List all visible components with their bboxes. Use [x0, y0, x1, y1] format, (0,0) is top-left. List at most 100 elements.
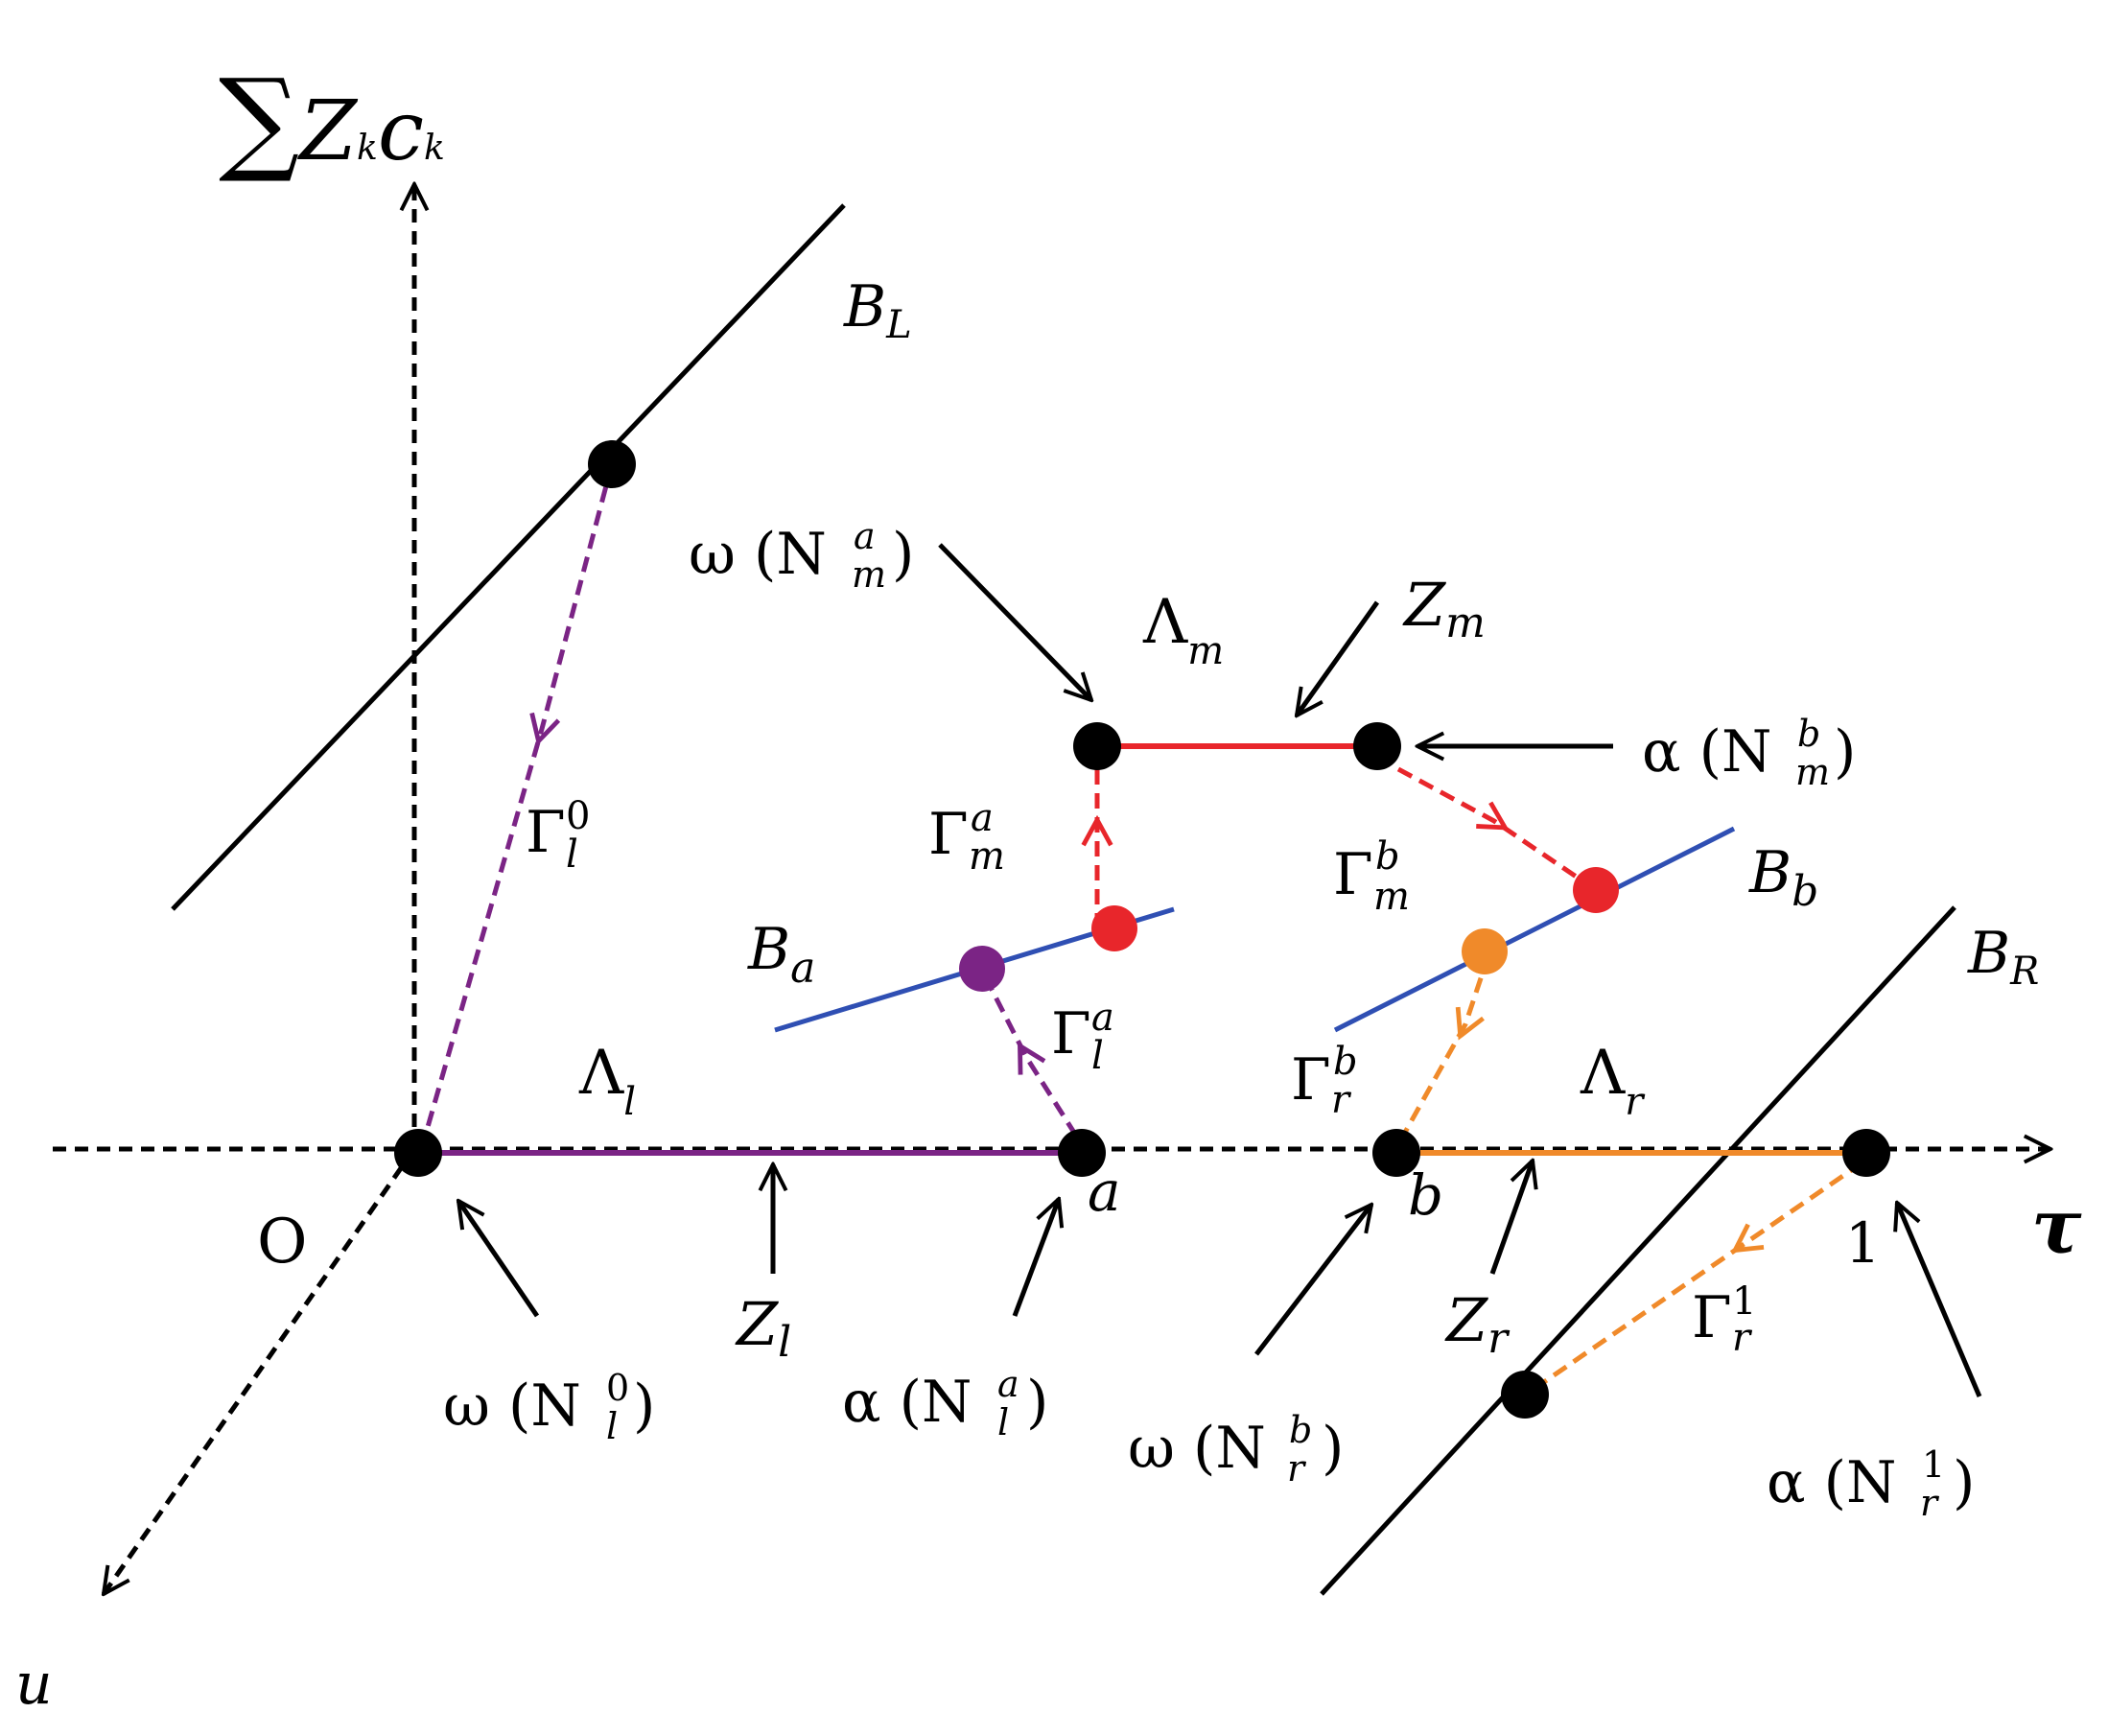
svg-text:a: a	[854, 515, 876, 557]
svg-text:b: b	[1375, 834, 1400, 879]
svg-text:m: m	[969, 834, 1005, 879]
svg-text:l: l	[997, 1401, 1009, 1443]
points	[394, 440, 1890, 1419]
svg-text:l: l	[1091, 1034, 1104, 1078]
svg-text:Γ: Γ	[1051, 1000, 1091, 1067]
svg-text:m: m	[1795, 751, 1830, 793]
gamma-la-label: Γ a l	[1051, 996, 1114, 1078]
svg-text:): )	[892, 521, 914, 588]
gamma-ma-label: Γ a m	[928, 796, 1005, 879]
point-BR	[1501, 1371, 1549, 1419]
one-label: 1	[1845, 1210, 1881, 1276]
labels: ∑Zkck O τ u 1 a b BL BR Ba Bb Λl Λm Λr Z…	[15, 54, 2082, 1718]
lambda-r-label: Λr	[1580, 1038, 1646, 1124]
svg-text:a: a	[971, 796, 994, 840]
arrow-Zr	[1489, 1161, 1533, 1275]
boundary-BR-line	[1320, 905, 1956, 1596]
svg-text:ω (N: ω (N	[443, 1372, 581, 1440]
point-Bb-red	[1573, 867, 1619, 913]
gamma-mb-label: Γ b m	[1333, 834, 1410, 919]
svg-text:0: 0	[566, 794, 590, 838]
svg-text:ω (N: ω (N	[1128, 1415, 1266, 1482]
svg-text:m: m	[852, 553, 886, 596]
svg-text:r: r	[1287, 1447, 1307, 1490]
svg-text:b: b	[1333, 1040, 1358, 1084]
Zr-label: Zr	[1444, 1285, 1511, 1363]
boundaries	[171, 203, 1956, 1596]
vertical-axis-label: ∑Zkck	[219, 54, 445, 186]
svg-text:Γ: Γ	[526, 799, 566, 866]
svg-text:Γ: Γ	[1333, 841, 1373, 908]
svg-text:l: l	[566, 833, 578, 877]
svg-text:): )	[1834, 718, 1856, 786]
u-label: u	[15, 1651, 53, 1718]
point-Bb-orange	[1462, 928, 1508, 974]
gamma-l0-label: Γ 0 l	[526, 794, 590, 877]
svg-text:b: b	[1797, 713, 1820, 755]
svg-text:1: 1	[1922, 1443, 1945, 1486]
svg-text:1: 1	[1732, 1279, 1756, 1324]
arrow-omega-Nma	[938, 543, 1091, 700]
svg-text:b: b	[1289, 1409, 1312, 1451]
Bb-label: Bb	[1748, 839, 1818, 916]
point-Ba-red	[1091, 905, 1137, 951]
axes	[53, 184, 2050, 1594]
gamma-r1-label: Γ 1 r	[1692, 1279, 1756, 1360]
svg-text:α (N: α (N	[842, 1369, 972, 1436]
lambda-m-label: Λm	[1142, 587, 1224, 673]
svg-text:ω (N: ω (N	[689, 521, 827, 588]
lambda-l-label: Λl	[578, 1038, 636, 1124]
arrow-alpha-Nla	[1012, 1199, 1059, 1317]
point-BL	[588, 440, 636, 488]
point-Ba-purple	[959, 946, 1005, 992]
svg-text:r: r	[1331, 1078, 1352, 1122]
svg-text:r: r	[1920, 1482, 1940, 1524]
point-b	[1372, 1129, 1420, 1177]
segments	[418, 743, 1866, 1156]
svg-text:Γ: Γ	[1291, 1046, 1331, 1114]
point-origin	[394, 1129, 442, 1177]
alpha-Nla-label: α (N a l )	[842, 1363, 1048, 1443]
arrow-Zm	[1297, 600, 1380, 716]
svg-text:): )	[1026, 1369, 1048, 1436]
svg-text:m: m	[1373, 875, 1410, 919]
gamma-rb-label: Γ b r	[1291, 1040, 1358, 1122]
omega-Nl0-label: ω (N 0 l )	[443, 1367, 655, 1447]
u-axis	[104, 1147, 417, 1594]
Ba-label: Ba	[747, 916, 815, 993]
omega-Nma-label: ω (N a m )	[689, 515, 914, 596]
point-a	[1058, 1129, 1106, 1177]
svg-text:r: r	[1732, 1316, 1753, 1360]
svg-text:α (N: α (N	[1767, 1449, 1897, 1516]
a-label: a	[1088, 1159, 1121, 1224]
gamma-r1-path	[1527, 1160, 1864, 1396]
Zl-label: Zl	[735, 1289, 791, 1367]
svg-text:α (N: α (N	[1642, 718, 1772, 786]
omega-Nrb-label: ω (N b r )	[1128, 1409, 1344, 1490]
arrow-omega-Nl0	[458, 1201, 540, 1318]
svg-text:a: a	[997, 1363, 1019, 1405]
svg-text:l: l	[606, 1405, 618, 1447]
gamma-rb-path	[1399, 954, 1491, 1139]
alpha-Nmb-label: α (N b m )	[1642, 713, 1856, 793]
svg-text:): )	[1322, 1415, 1344, 1482]
arrow-omega-Nrb	[1254, 1205, 1371, 1356]
BR-label: BR	[1967, 920, 2039, 994]
svg-text:): )	[633, 1372, 655, 1440]
b-label: b	[1408, 1162, 1443, 1228]
connections	[419, 463, 1864, 1396]
gamma-l0-path	[419, 463, 615, 1148]
boundary-Bb-line	[1333, 826, 1736, 1033]
svg-text:Γ: Γ	[1692, 1284, 1732, 1351]
gamma-la-path	[979, 969, 1079, 1138]
svg-text:Γ: Γ	[928, 801, 969, 868]
boundary-BL-line	[171, 203, 846, 911]
point-1	[1842, 1129, 1890, 1177]
Zm-label: Zm	[1402, 570, 1486, 647]
svg-text:): )	[1953, 1449, 1975, 1516]
svg-text:a: a	[1091, 996, 1114, 1040]
origin-label: O	[257, 1207, 307, 1278]
point-m-right	[1353, 722, 1401, 770]
point-m-left	[1073, 722, 1121, 770]
